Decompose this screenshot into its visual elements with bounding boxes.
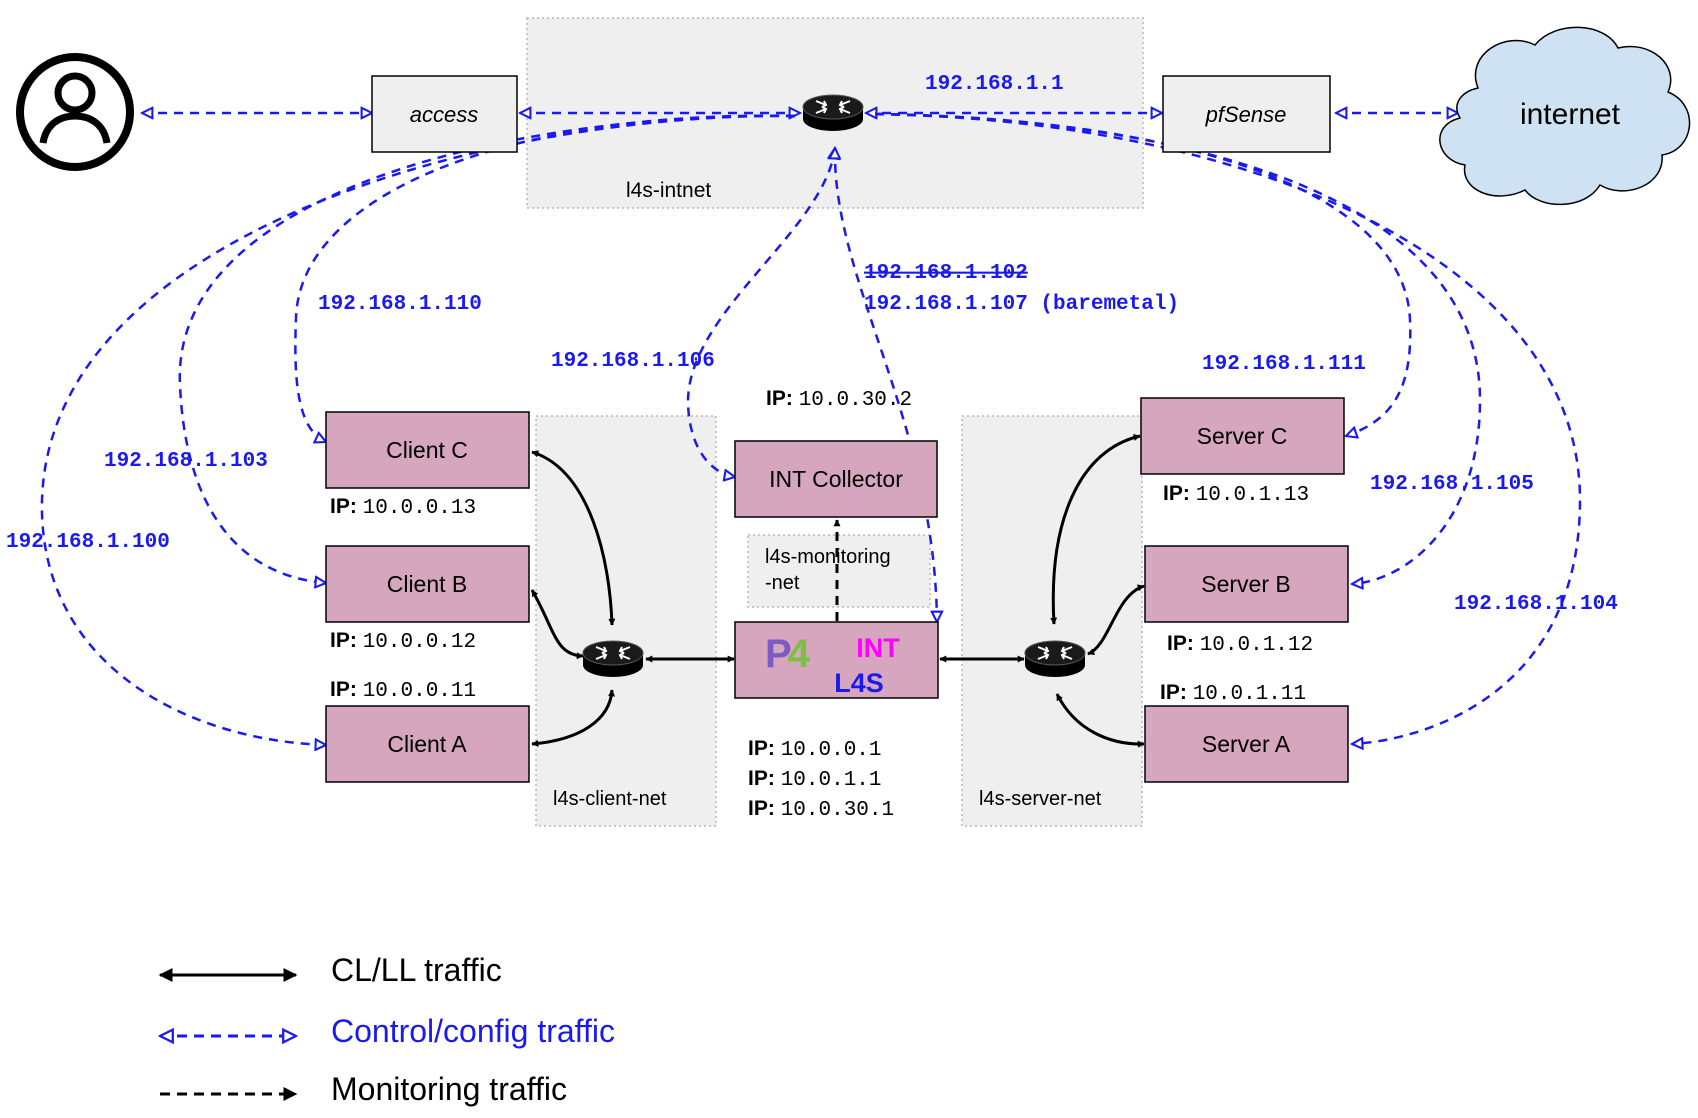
- legend-control-row: Control/config traffic: [160, 1013, 615, 1049]
- client-a-node: Client A: [325, 705, 530, 783]
- switch-ip-3: IP: 10.0.30.1: [748, 797, 894, 822]
- data-link-router-server-a: [1055, 693, 1145, 748]
- zone-monitoring-net-label-1: l4s-monitoring: [765, 546, 891, 568]
- control-link-router-client-b: [178, 114, 796, 583]
- zone-monitoring-net: l4s-monitoring -net: [747, 534, 931, 608]
- legend-data-label: CL/LL traffic: [331, 952, 502, 988]
- zone-client-net: l4s-client-net: [535, 415, 717, 827]
- access-label: access: [410, 102, 478, 127]
- mgmt-ip-client-a: 192.168.1.100: [6, 531, 170, 554]
- control-link-router-collector: [686, 148, 835, 477]
- int-collector-node: INT Collector: [734, 440, 938, 518]
- server-a-ip: IP: 10.0.1.11: [1160, 681, 1306, 706]
- zone-monitoring-net-label-2: -net: [765, 572, 800, 594]
- client-router-icon: [582, 640, 644, 678]
- server-c-node: Server C: [1140, 397, 1345, 475]
- int-collector-label: INT Collector: [769, 466, 903, 492]
- mgmt-ip-switch-new: 192.168.1.107 (baremetal): [864, 293, 1179, 316]
- legend-data-row: CL/LL traffic: [158, 952, 502, 988]
- server-c-label: Server C: [1197, 423, 1288, 449]
- zone-server-net-label: l4s-server-net: [979, 788, 1102, 810]
- data-link-client-a-router: [531, 689, 616, 747]
- server-b-label: Server B: [1201, 571, 1290, 597]
- p4-logo: P4: [765, 632, 811, 676]
- switch-int-label: INT: [856, 633, 900, 663]
- control-link-router-switch: [835, 148, 937, 622]
- pfsense-label: pfSense: [1205, 102, 1287, 127]
- client-c-ip: IP: 10.0.0.13: [330, 495, 476, 520]
- switch-ip-1: IP: 10.0.0.1: [748, 737, 882, 762]
- switch-l4s-label: L4S: [834, 668, 884, 698]
- data-link-router-server-c: [1050, 434, 1141, 625]
- client-c-node: Client C: [325, 411, 530, 489]
- collector-ip: IP: 10.0.30.2: [766, 387, 912, 412]
- client-b-node: Client B: [325, 545, 530, 623]
- pfsense-node: pfSense: [1162, 75, 1331, 153]
- client-b-label: Client B: [387, 571, 468, 597]
- zone-server-net: l4s-server-net: [961, 415, 1143, 827]
- legend-control-label: Control/config traffic: [331, 1013, 615, 1049]
- legend-monitoring-label: Monitoring traffic: [331, 1071, 567, 1107]
- server-a-label: Server A: [1202, 731, 1291, 757]
- mgmt-ip-switch-old: 192.168.1.102: [864, 262, 1028, 285]
- p4-switch-node: P4 INT L4S: [734, 621, 939, 699]
- control-link-router-server-c: [874, 112, 1412, 436]
- cloud-icon: internet: [1439, 26, 1691, 206]
- legend-monitoring-row: Monitoring traffic: [160, 1071, 567, 1107]
- server-router-icon: [1024, 640, 1086, 678]
- server-a-node: Server A: [1144, 705, 1349, 783]
- data-link-client-c-router: [531, 450, 616, 626]
- mgmt-ip-collector: 192.168.1.106: [551, 350, 715, 373]
- mgmt-ip-client-b: 192.168.1.103: [104, 450, 268, 473]
- user-icon: [16, 53, 134, 171]
- data-link-client-b-router: [530, 589, 584, 660]
- control-link-router-client-a: [40, 114, 796, 745]
- mgmt-ip-server-c: 192.168.1.111: [1202, 353, 1366, 376]
- server-b-ip: IP: 10.0.1.12: [1167, 632, 1313, 657]
- data-link-router-server-b: [1087, 584, 1145, 656]
- zone-client-net-label: l4s-client-net: [553, 788, 667, 810]
- mgmt-ip-server-b: 192.168.1.105: [1370, 473, 1534, 496]
- client-b-ip: IP: 10.0.0.12: [330, 629, 476, 654]
- legend: CL/LL traffic Control/config traffic Mon…: [160, 952, 615, 1107]
- zone-intnet-label: l4s-intnet: [626, 179, 711, 202]
- switch-ip-2: IP: 10.0.1.1: [748, 767, 882, 792]
- internet-label: internet: [1520, 98, 1621, 131]
- client-a-ip: IP: 10.0.0.11: [330, 678, 476, 703]
- client-c-label: Client C: [386, 437, 468, 463]
- server-c-ip: IP: 10.0.1.13: [1163, 482, 1309, 507]
- access-node: access: [371, 75, 518, 153]
- client-a-label: Client A: [387, 731, 467, 757]
- mgmt-ip-client-c: 192.168.1.110: [318, 293, 482, 316]
- router-icon: [802, 94, 864, 132]
- server-b-node: Server B: [1144, 545, 1349, 623]
- gateway-ip: 192.168.1.1: [925, 73, 1064, 96]
- mgmt-ip-server-a: 192.168.1.104: [1454, 593, 1618, 616]
